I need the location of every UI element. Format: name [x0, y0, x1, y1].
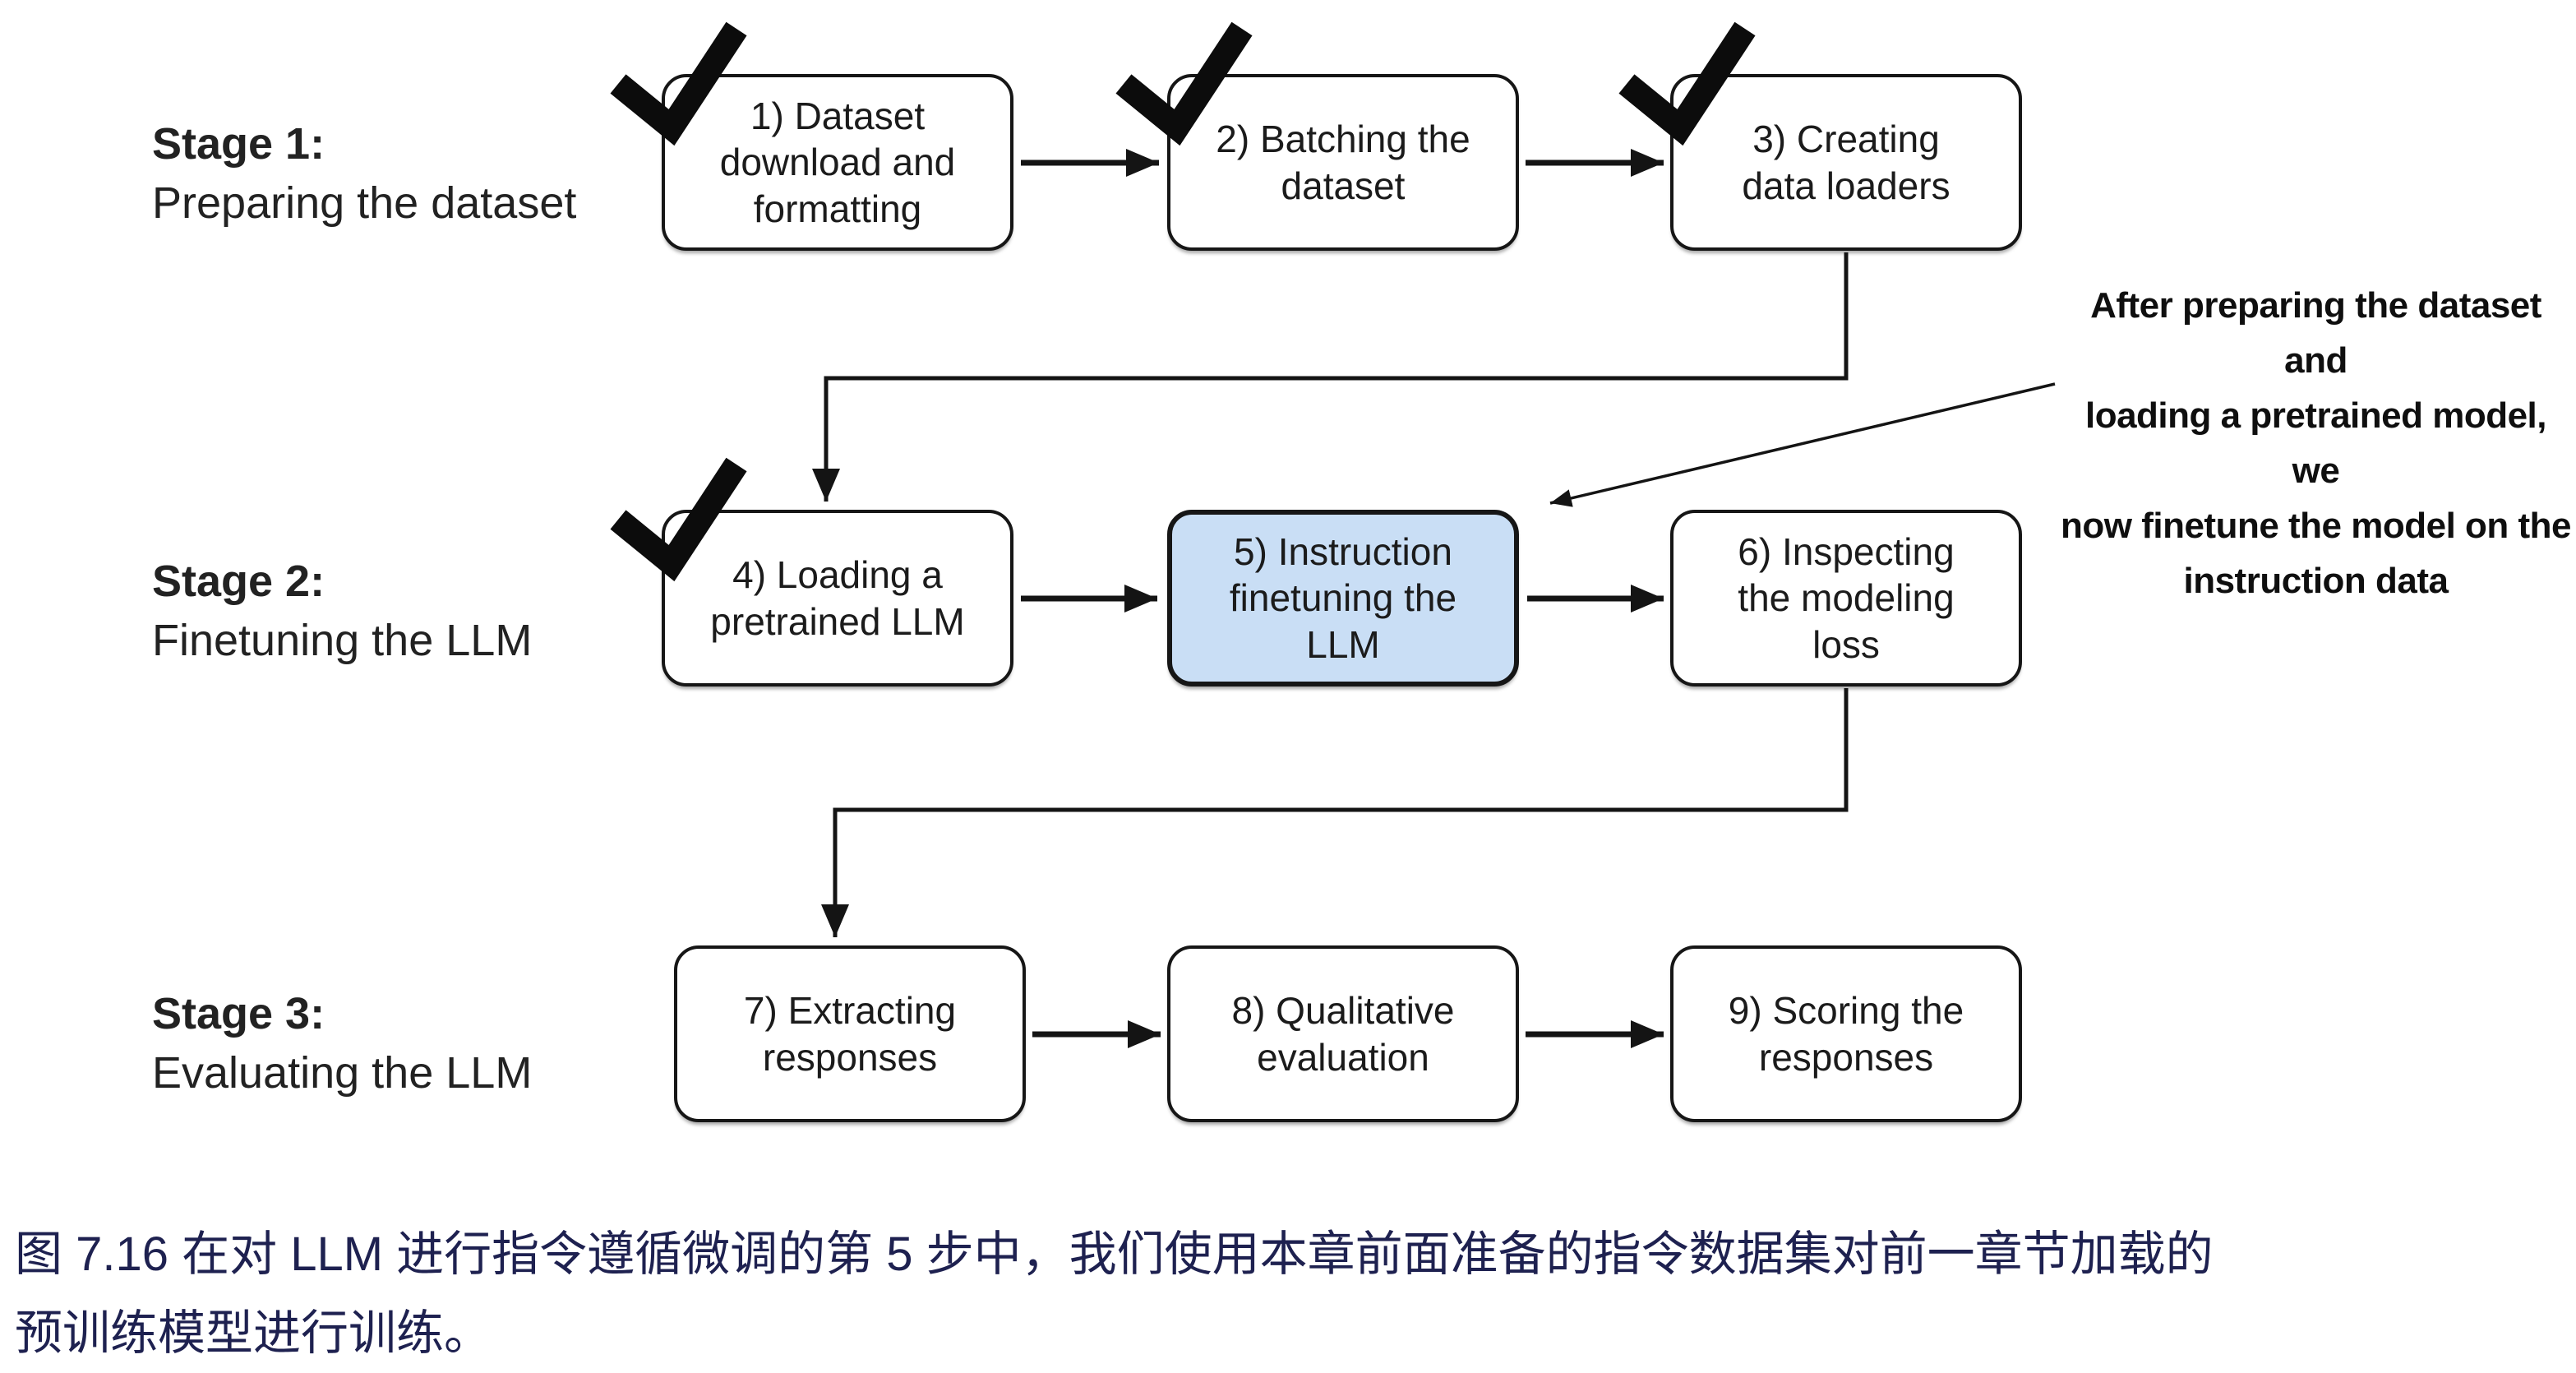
connector-step3-to-step4	[812, 252, 1849, 502]
stage-3-label: Stage 3: Evaluating the LLM	[152, 985, 532, 1103]
figure-caption: 图 7.16 在对 LLM 进行指令遵循微调的第 5 步中，我们使用本章前面准备…	[15, 1227, 2214, 1360]
stage-2-title: Stage 2:	[152, 557, 325, 606]
stage-3-title: Stage 3:	[152, 989, 325, 1038]
connector-step6-to-step7	[821, 688, 1849, 937]
step-box-5-highlighted: 5) Instruction finetuning the LLM	[1167, 510, 1519, 686]
stage-2-label: Stage 2: Finetuning the LLM	[152, 552, 532, 671]
step-box-1: 1) Dataset download and formatting	[662, 74, 1013, 251]
step-box-3: 3) Creating data loaders	[1670, 74, 2022, 251]
step-box-6: 6) Inspecting the modeling loss	[1670, 510, 2022, 686]
stage-3-subtitle: Evaluating the LLM	[152, 1047, 533, 1098]
stage-2-subtitle: Finetuning the LLM	[152, 615, 533, 665]
annotation-note: After preparing the dataset and loading …	[2060, 285, 2572, 601]
step-box-8: 8) Qualitative evaluation	[1167, 945, 1519, 1122]
step-box-9: 9) Scoring the responses	[1670, 945, 2022, 1122]
stage-1-title: Stage 1:	[152, 119, 325, 169]
step-box-4: 4) Loading a pretrained LLM	[662, 510, 1013, 686]
annotation-arrow	[1549, 382, 2056, 507]
stage-1-subtitle: Preparing the dataset	[152, 178, 577, 228]
step-box-2: 2) Batching the dataset	[1167, 74, 1519, 251]
stage-1-label: Stage 1: Preparing the dataset	[152, 115, 576, 233]
step-box-7: 7) Extracting responses	[674, 945, 1026, 1122]
